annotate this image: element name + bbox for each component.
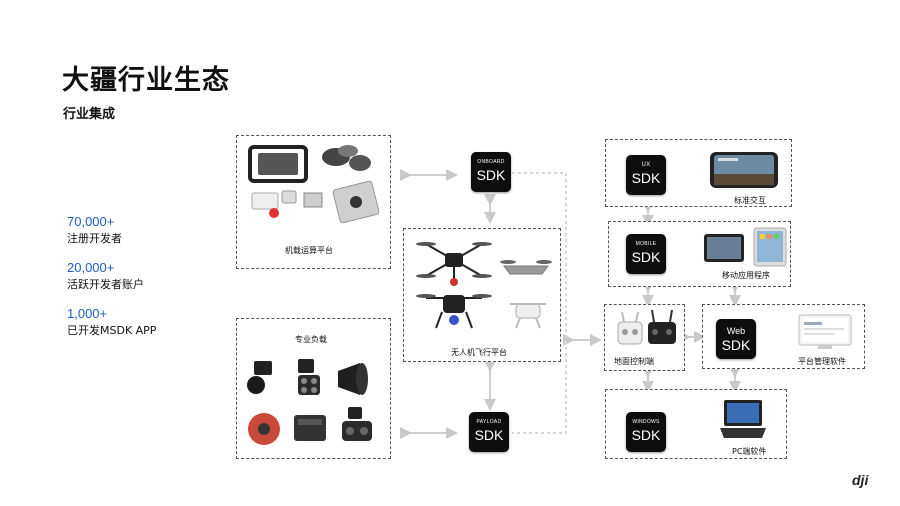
sdk-label: SDK [476,167,506,183]
web-sdk-badge: Web SDK [716,319,756,359]
ux-caption: 标准交互 [734,196,766,205]
stat-value: 1,000+ [67,306,108,321]
ux-sdk-badge: UX SDK [626,155,666,195]
phone-ui-icon [710,152,778,188]
sdk-type-label: MOBILE [635,241,657,247]
dotted-sdk-link [512,172,567,434]
sdk-type-label: ONBOARD [477,159,505,165]
mobile-sdk-badge: MOBILE SDK [626,234,666,274]
payload-sdk-badge: PAYLOAD SDK [469,412,509,452]
sdk-label: SDK [631,170,661,186]
pc-software-caption: PC端软件 [732,447,767,456]
sdk-type-label: UX [641,162,651,168]
sdk-type-label: PAYLOAD [476,419,502,425]
stat-msdk-apps: 1,000+ 已开发MSDK APP [67,306,156,338]
sdk-label: SDK [474,427,504,443]
stat-value: 70,000+ [67,214,115,229]
laptop-icon [720,400,766,438]
sdk-label: SDK [721,337,751,353]
page-title: 大疆行业生态 [62,65,230,96]
drones-icon [416,242,552,329]
sdk-type-label: WINDOWS [632,419,660,425]
remote-controller-icon [617,309,676,345]
payload-cameras-icon [247,359,372,445]
mobile-caption: 移动应用程序 [722,271,770,280]
payload-caption: 专业负载 [295,335,327,344]
tablet-devices-icon [704,227,787,267]
stat-value: 20,000+ [67,260,115,275]
monitor-icon [798,314,852,349]
stat-active-accounts: 20,000+ 活跃开发者账户 [67,260,144,292]
ground-control-caption: 地面控制端 [614,357,654,366]
onboard-platform-caption: 机载运算平台 [285,246,333,255]
windows-sdk-badge: WINDOWS SDK [626,412,666,452]
platform-software-caption: 平台管理软件 [798,357,846,366]
stat-label: 注册开发者 [67,232,122,245]
dji-logo: dji [852,472,869,488]
sdk-label: SDK [631,427,661,443]
page-subtitle: 行业集成 [63,107,116,122]
drone-platform-caption: 无人机飞行平台 [451,348,507,357]
onboard-computer-icon [248,145,380,224]
stat-label: 已开发MSDK APP [67,324,157,337]
stat-developers: 70,000+ 注册开发者 [67,214,122,246]
onboard-sdk-badge: ONBOARD SDK [471,152,511,192]
sdk-type-label: Web [726,326,746,336]
stat-label: 活跃开发者账户 [67,278,144,291]
sdk-label: SDK [631,249,661,265]
